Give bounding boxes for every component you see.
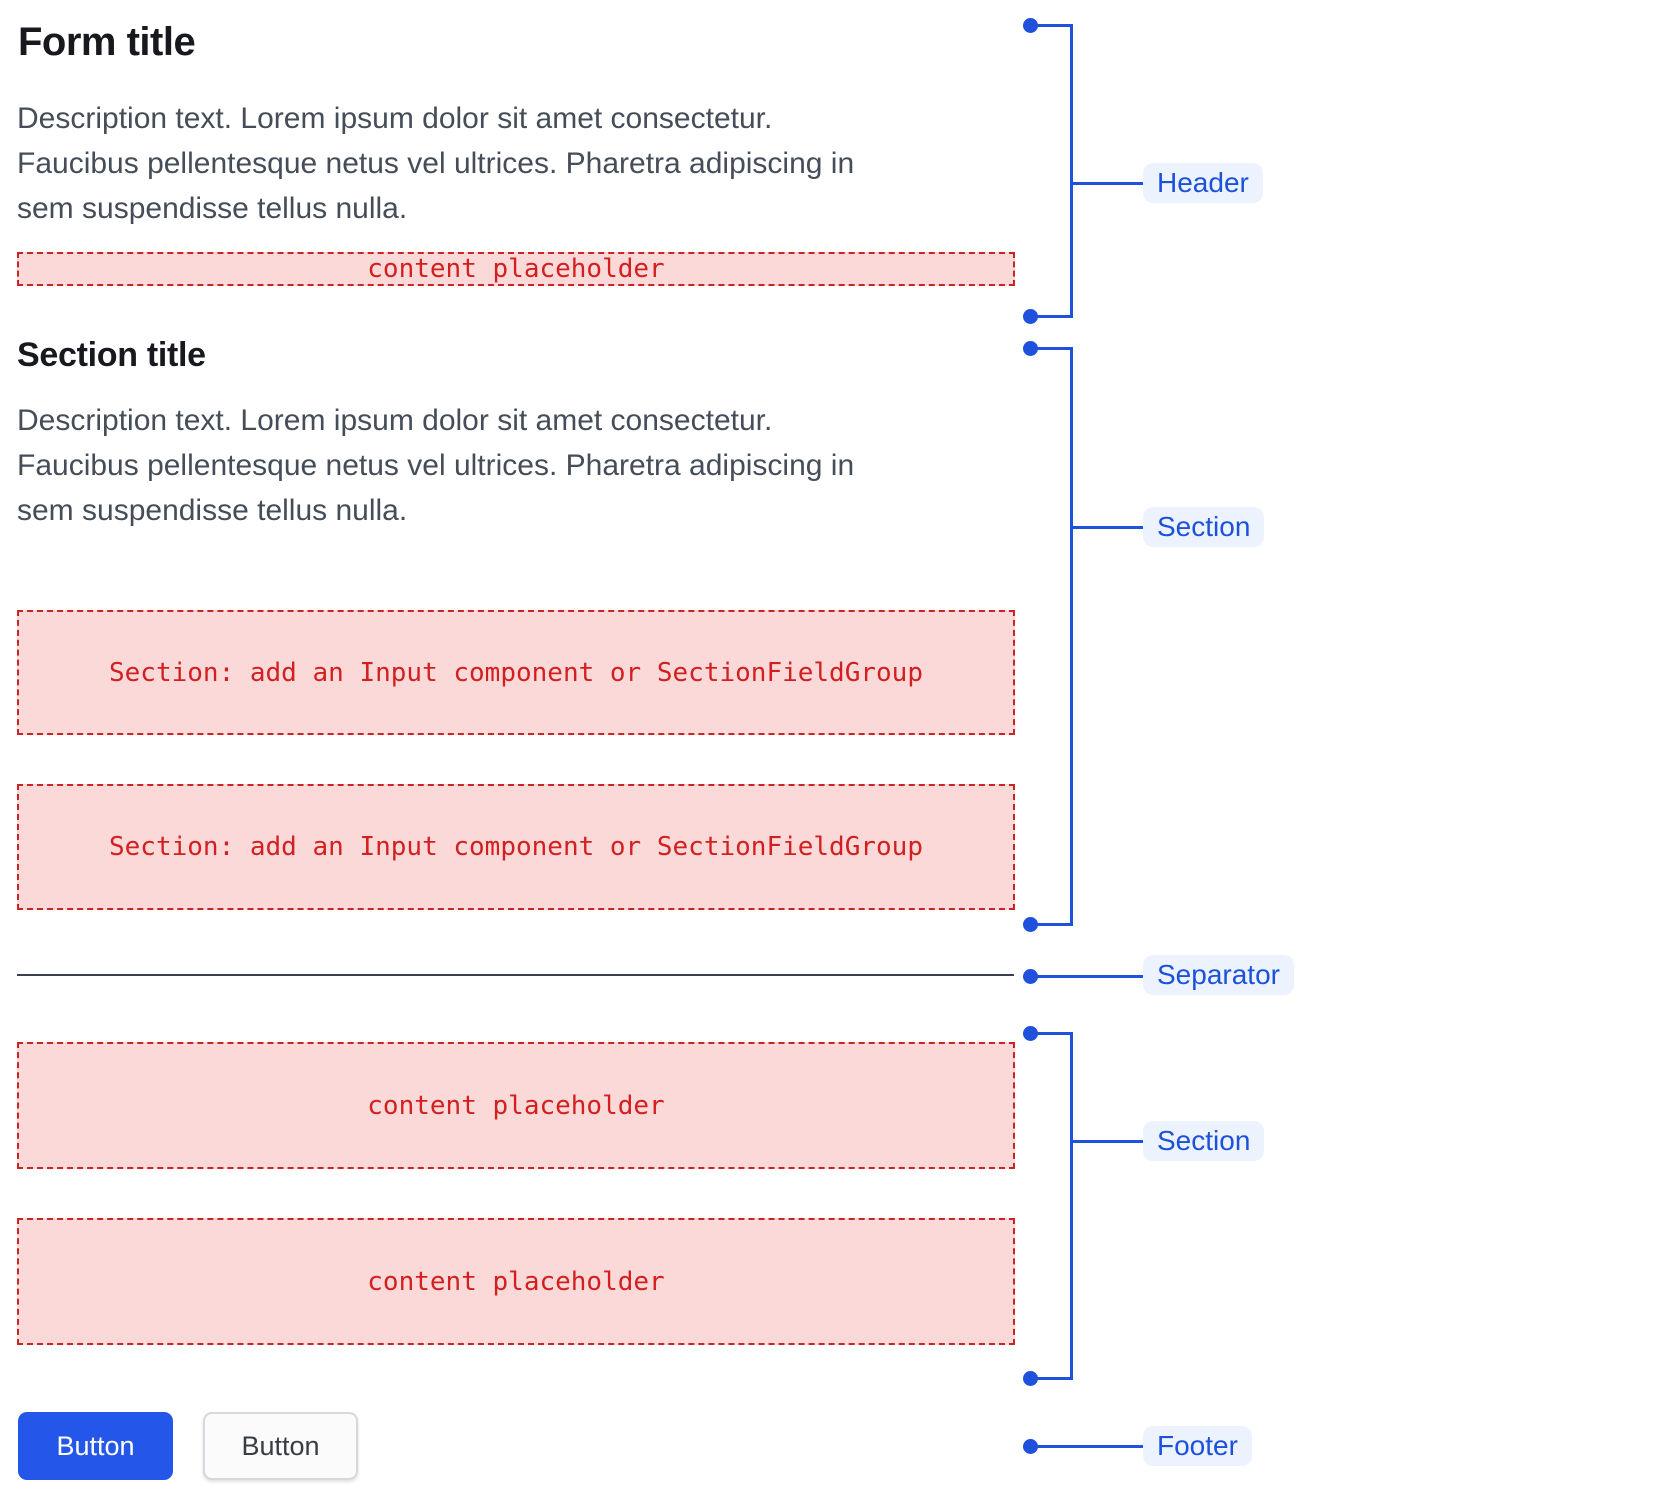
section-input-placeholder: Section: add an Input component or Secti… — [17, 610, 1015, 735]
form-description-line: sem suspendisse tellus nulla. — [17, 192, 408, 225]
annotation-label-header: Header — [1143, 163, 1263, 203]
connector-dot — [1023, 309, 1038, 324]
connector-line — [1030, 923, 1072, 926]
primary-button[interactable]: Button — [18, 1412, 173, 1480]
section-description-line: sem suspendisse tellus nulla. — [17, 494, 408, 527]
bracket-line — [1070, 347, 1073, 926]
section-content-placeholder: content placeholder — [17, 1042, 1015, 1169]
connector-line — [1030, 1032, 1072, 1035]
bracket-line — [1070, 1032, 1073, 1380]
connector-line — [1030, 315, 1072, 318]
connector-dot — [1023, 1371, 1038, 1386]
section-description-line: Faucibus pellentesque netus vel ultrices… — [17, 449, 855, 482]
connector-dot — [1023, 917, 1038, 932]
connector-line — [1030, 975, 1143, 978]
form-description-line: Description text. Lorem ipsum dolor sit … — [17, 102, 773, 135]
connector-line — [1030, 347, 1072, 350]
section-input-placeholder: Section: add an Input component or Secti… — [17, 784, 1015, 910]
annotation-label-footer: Footer — [1143, 1426, 1252, 1466]
bracket-line — [1070, 24, 1073, 318]
form-description-line: Faucibus pellentesque netus vel ultrices… — [17, 147, 855, 180]
connector-line — [1072, 182, 1143, 185]
connector-line — [1072, 526, 1143, 529]
connector-line — [1030, 1377, 1072, 1380]
section-description: Description text. Lorem ipsum dolor sit … — [17, 398, 997, 533]
form-title: Form title — [18, 20, 196, 64]
connector-line — [1030, 1445, 1143, 1448]
annotation-label-section-top: Section — [1143, 507, 1265, 547]
annotation-label-separator: Separator — [1143, 955, 1294, 995]
connector-line — [1030, 24, 1072, 27]
annotation-label-section-bottom: Section — [1143, 1121, 1265, 1161]
secondary-button[interactable]: Button — [203, 1412, 358, 1480]
separator-line — [17, 974, 1014, 976]
connector-line — [1072, 1140, 1143, 1143]
header-content-placeholder: content placeholder — [17, 252, 1015, 286]
section-title: Section title — [17, 336, 206, 374]
section-content-placeholder: content placeholder — [17, 1218, 1015, 1345]
section-description-line: Description text. Lorem ipsum dolor sit … — [17, 404, 773, 437]
form-description: Description text. Lorem ipsum dolor sit … — [17, 96, 997, 231]
